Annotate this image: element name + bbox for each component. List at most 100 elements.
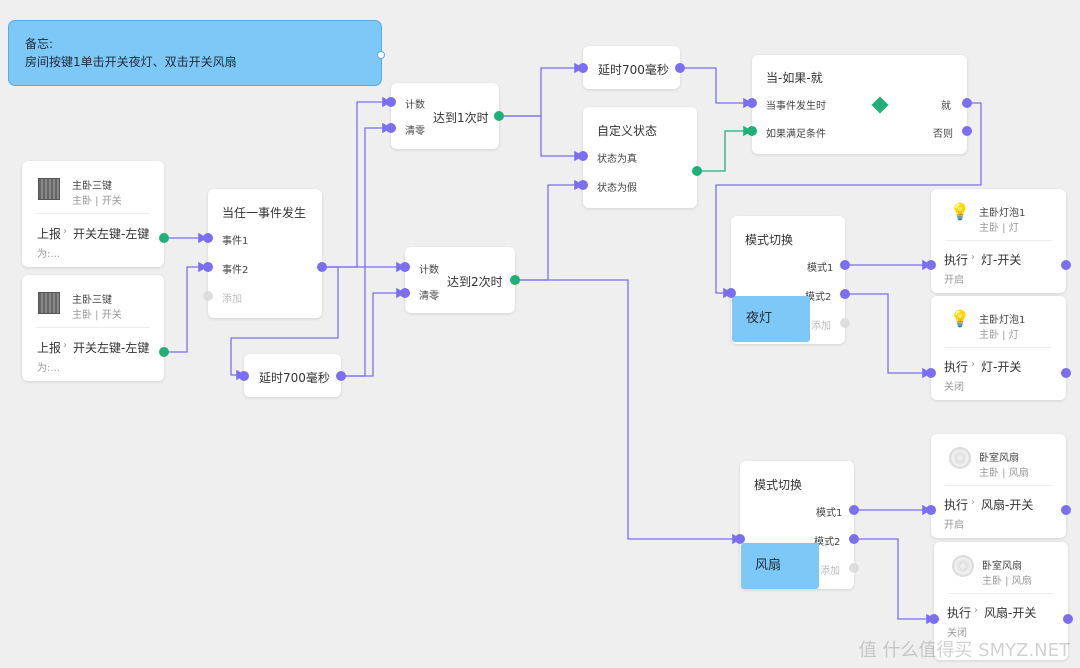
- add-input-label[interactable]: 添加: [222, 294, 242, 305]
- action-state: 开启: [944, 520, 964, 531]
- bulb-node-2[interactable]: 💡 主卧灯泡1 主卧 | 灯 执行 › 灯-开关 关闭: [926, 296, 1071, 400]
- add-output-port[interactable]: [849, 563, 859, 573]
- memo-note[interactable]: 备忘: 房间按键1单击开关夜灯、双击开关风扇: [8, 20, 385, 86]
- input-port[interactable]: [747, 98, 757, 108]
- action-state: 开启: [944, 275, 964, 286]
- when-if-then-node[interactable]: 当-如果-就 当事件发生时 如果满足条件 就 否则: [747, 55, 972, 154]
- mode-label: 夜灯: [732, 296, 810, 342]
- action-state: 关闭: [947, 628, 967, 639]
- fan-node-2[interactable]: 卧室风扇 主卧 | 风扇 执行 › 风扇-开关 关闭: [929, 542, 1073, 660]
- action-label: 执行: [944, 360, 969, 374]
- switch-node-2[interactable]: 主卧三键 主卧 | 开关 上报 › 开关左键-左键 为:...: [22, 275, 169, 381]
- action-target: 开关左键-左键: [73, 341, 150, 355]
- output-port[interactable]: [159, 233, 169, 243]
- input-label: 清零: [419, 291, 439, 302]
- action-state: 关闭: [944, 382, 964, 393]
- output-label: 模式1: [816, 508, 843, 519]
- input-port[interactable]: [400, 288, 410, 298]
- wire-delay1-count2-reset: [339, 287, 406, 377]
- add-input-port[interactable]: [203, 291, 213, 301]
- delay-node-2[interactable]: 延时700毫秒: [578, 46, 685, 89]
- mode-switch-node-1[interactable]: 模式切换 模式1 模式2 添加 夜灯: [726, 216, 850, 344]
- input-port[interactable]: [203, 233, 213, 243]
- action-label: 上报: [37, 227, 62, 241]
- chevron-right-icon: ›: [974, 605, 978, 616]
- decision-diamond-icon: [871, 96, 889, 114]
- output-port[interactable]: [1061, 260, 1071, 270]
- output-port[interactable]: [840, 289, 850, 299]
- output-port[interactable]: [962, 126, 972, 136]
- action-target: 风扇-开关: [981, 498, 1034, 512]
- condition-port[interactable]: [747, 126, 757, 136]
- input-port[interactable]: [578, 63, 588, 73]
- input-label: 事件2: [222, 265, 249, 276]
- add-output-port[interactable]: [840, 318, 850, 328]
- memo-heading: 备忘:: [25, 37, 54, 51]
- output-port[interactable]: [1061, 368, 1071, 378]
- bulb-node-1[interactable]: 💡 主卧灯泡1 主卧 | 灯 执行 › 灯-开关 开启: [926, 189, 1071, 293]
- switch-node-1[interactable]: 主卧三键 主卧 | 开关 上报 › 开关左键-左键 为:...: [22, 161, 169, 267]
- fan-node-1[interactable]: 卧室风扇 主卧 | 风扇 执行 › 风扇-开关 开启: [926, 434, 1071, 538]
- input-port[interactable]: [926, 368, 936, 378]
- input-port[interactable]: [726, 288, 736, 298]
- input-port[interactable]: [400, 262, 410, 272]
- output-port[interactable]: [675, 63, 685, 73]
- input-port[interactable]: [386, 123, 396, 133]
- output-port[interactable]: [1061, 505, 1071, 515]
- divider: [948, 593, 1054, 594]
- output-port[interactable]: [159, 347, 169, 357]
- input-port[interactable]: [239, 371, 249, 381]
- input-port[interactable]: [926, 260, 936, 270]
- counter-node-2[interactable]: 计数 清零 达到2次时: [400, 247, 520, 313]
- input-label: 状态为真: [597, 154, 637, 165]
- counter-node-1[interactable]: 计数 清零 达到1次时: [386, 83, 504, 149]
- input-port[interactable]: [735, 534, 745, 544]
- output-port[interactable]: [849, 534, 859, 544]
- output-port[interactable]: [692, 166, 702, 176]
- any-event-node[interactable]: 当任一事件发生 事件1 事件2 添加: [203, 189, 327, 318]
- delay-node-1[interactable]: 延时700毫秒: [239, 354, 346, 397]
- input-port[interactable]: [203, 262, 213, 272]
- divider: [945, 485, 1052, 486]
- input-port[interactable]: [926, 505, 936, 515]
- input-port[interactable]: [929, 614, 939, 624]
- output-port[interactable]: [336, 371, 346, 381]
- output-label: 就: [941, 101, 951, 112]
- node-title: 达到1次时: [433, 111, 489, 125]
- wire-delay2-ifthen: [679, 67, 753, 109]
- add-output-label[interactable]: 添加: [811, 321, 831, 332]
- output-port[interactable]: [840, 260, 850, 270]
- action-target: 灯-开关: [981, 253, 1022, 267]
- action-target: 开关左键-左键: [73, 227, 150, 241]
- output-port[interactable]: [1063, 614, 1073, 624]
- device-location: 主卧 | 风扇: [982, 576, 1032, 587]
- output-port[interactable]: [849, 505, 859, 515]
- input-port[interactable]: [578, 151, 588, 161]
- bulb-icon: 💡: [950, 202, 970, 221]
- custom-state-node[interactable]: 自定义状态 状态为真 状态为假: [578, 107, 702, 208]
- wire-mode2-fan2: [854, 538, 936, 625]
- output-port[interactable]: [510, 275, 520, 285]
- output-port[interactable]: [962, 98, 972, 108]
- input-label: 状态为假: [597, 183, 637, 194]
- device-location: 主卧 | 开关: [72, 196, 122, 207]
- memo-resize-handle[interactable]: [377, 51, 385, 59]
- input-label: 如果满足条件: [766, 129, 826, 140]
- output-port[interactable]: [494, 111, 504, 121]
- wire-count2-mode2: [514, 279, 742, 545]
- action-target: 灯-开关: [981, 360, 1022, 374]
- switch-device-icon: [38, 178, 60, 200]
- action-label: 上报: [37, 341, 62, 355]
- input-port[interactable]: [386, 97, 396, 107]
- input-port[interactable]: [578, 180, 588, 190]
- input-label: 计数: [419, 265, 439, 276]
- action-detail: 为:...: [37, 249, 60, 260]
- chevron-right-icon: ›: [971, 497, 975, 508]
- action-target: 风扇-开关: [984, 606, 1037, 620]
- output-label: 模式2: [805, 292, 832, 303]
- output-port[interactable]: [317, 262, 327, 272]
- mode-switch-node-2[interactable]: 模式切换 模式1 模式2 添加 风扇: [735, 461, 859, 589]
- add-output-label[interactable]: 添加: [820, 566, 840, 577]
- wire-delay1-count1-reset: [339, 122, 392, 377]
